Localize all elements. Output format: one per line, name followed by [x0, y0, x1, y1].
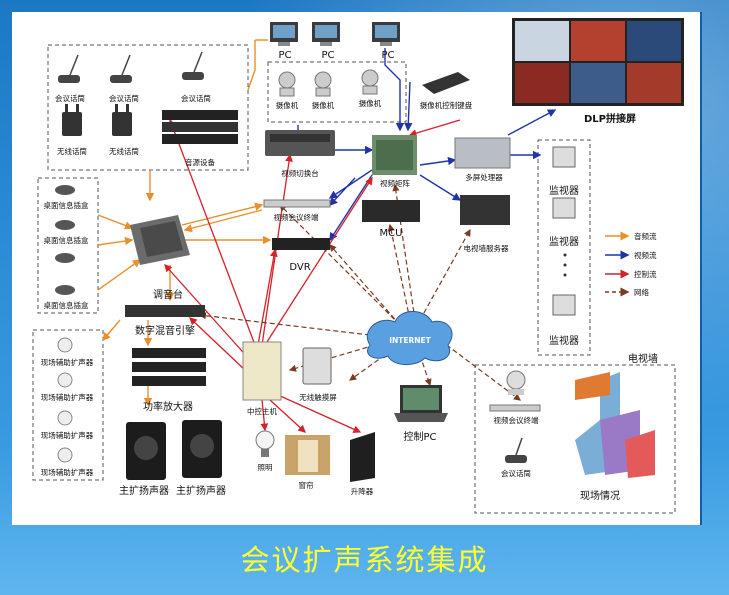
control-pc-device: [394, 385, 448, 422]
scene-label: 现场情况: [580, 491, 620, 502]
speaker-aux-group-box: [32, 329, 104, 481]
wireless-mic-label-2: 无线话筒: [109, 147, 139, 156]
dlp-wall-image: [512, 18, 684, 106]
desk-socket-group-box: [37, 177, 99, 314]
pc-label-3: PC: [381, 50, 395, 61]
tv-wall-mic-label: 会议话筒: [501, 469, 531, 478]
pc-group: [270, 22, 400, 46]
tv-wall-mic: [505, 437, 527, 463]
dlp-label: DLP拼接屏: [583, 114, 637, 125]
pc-2: [312, 22, 340, 46]
scene-buildings: [575, 372, 655, 478]
camera-keyboard-label: 摄像机控制键盘: [419, 101, 473, 110]
ctrl-pc-label: 控制PC: [403, 432, 437, 443]
vc-terminal-label: 视频会议终端: [273, 213, 319, 222]
pc-1: [270, 22, 298, 46]
page-title: 会议扩声系统集成: [240, 543, 489, 577]
mcu-device: [362, 200, 420, 222]
amp-label: 功率放大器: [143, 402, 193, 413]
legend: [605, 231, 630, 297]
network-flow-lines: [198, 183, 521, 401]
monitor-label-3: 监视器: [549, 336, 579, 347]
console-label: 调音台: [153, 290, 183, 301]
wall-server-label: 电视墙服务器: [463, 244, 509, 253]
light-device: [255, 430, 275, 457]
touch-screen-device: [302, 347, 332, 385]
wall-server-device: [460, 195, 510, 225]
amplifiers: [132, 348, 206, 386]
wireless-mic-label-1: 无线话筒: [57, 147, 87, 156]
desk-socket-label-3: 桌面信息插盒: [43, 301, 89, 310]
legend-video-label: 视频流: [634, 251, 657, 260]
touch-label: 无线触摸屏: [299, 393, 337, 402]
mic-group-box: [47, 44, 249, 171]
tv-wall-group-box: [474, 364, 676, 514]
dvr-device: [272, 238, 330, 250]
dvr-label: DVR: [289, 262, 311, 273]
speaker-aux-label-1: 现场辅助扩声器: [40, 358, 94, 367]
light-label: 照明: [257, 463, 273, 472]
video-switcher-device: [265, 130, 335, 156]
audio-source-devices: [162, 110, 238, 144]
camera-keyboard: [422, 72, 470, 94]
main-speaker-label-2: 主扩扬声器: [176, 486, 226, 497]
pc-3: [372, 22, 400, 46]
tv-wall-label: 电视墙: [628, 354, 658, 365]
speaker-aux-label-3: 现场辅助扩声器: [40, 431, 94, 440]
legend-network-label: 网络: [634, 288, 649, 297]
ctrl-host-label: 中控主机: [247, 407, 277, 416]
mcu-label: MCU: [379, 228, 403, 239]
conference-mics: [58, 51, 204, 83]
dsp-device: [125, 305, 205, 317]
video-switch-label: 视频切换台: [281, 169, 319, 178]
monitor-label-1: 监视器: [549, 186, 579, 197]
monitors: [552, 146, 576, 316]
legend-audio-label: 音频流: [634, 232, 657, 241]
matrix-label: 视频矩阵: [380, 179, 410, 188]
curtain-label: 窗帘: [298, 481, 314, 490]
desk-socket-label-2: 桌面信息插盒: [43, 236, 89, 245]
multi-processor-device: [454, 137, 511, 169]
pc-label-1: PC: [278, 50, 292, 61]
video-matrix-device: [372, 135, 417, 175]
curtain-device: [285, 435, 330, 475]
lift-label: 升降器: [350, 487, 374, 496]
tv-wall-vc-terminal: [489, 404, 541, 412]
cameras: [278, 69, 379, 97]
control-host-device: [242, 341, 282, 401]
tv-wall-camera: [506, 370, 526, 395]
lift-device: [350, 432, 375, 482]
multi-proc-label: 多屏处理器: [465, 173, 503, 182]
wireless-mics: [62, 104, 132, 136]
monitor-dots: [563, 253, 567, 277]
camera-group-box: [267, 61, 407, 123]
legend-control-label: 控制流: [634, 270, 657, 279]
conf-mic-label-2: 会议话筒: [109, 94, 139, 103]
tv-wall-vc-terminal-label: 视频会议终端: [493, 416, 539, 425]
vc-terminal-device: [263, 199, 331, 208]
desk-sockets: [55, 185, 75, 295]
aux-speakers: [57, 337, 73, 463]
pc-label-2: PC: [321, 50, 335, 61]
desk-socket-label-1: 桌面信息插盒: [43, 201, 89, 210]
video-flow-lines: [293, 48, 557, 242]
main-speakers: [126, 420, 222, 480]
speaker-aux-label-2: 现场辅助扩声器: [40, 393, 94, 402]
dsp-label: 数字混音引擎: [135, 326, 195, 337]
camera-label-3: 摄像机: [358, 99, 382, 108]
audio-device-label: 音源设备: [185, 158, 215, 167]
conf-mic-label-3: 会议话筒: [181, 94, 211, 103]
internet-label: INTERNET: [389, 336, 431, 345]
conf-mic-label-1: 会议话筒: [55, 94, 85, 103]
speaker-aux-label-4: 现场辅助扩声器: [40, 468, 94, 477]
camera-label-2: 摄像机: [311, 101, 335, 110]
monitor-label-2: 监视器: [549, 237, 579, 248]
camera-label-1: 摄像机: [275, 101, 299, 110]
main-speaker-label-1: 主扩扬声器: [119, 486, 169, 497]
internet-cloud: [367, 311, 453, 365]
mixing-console-device: [130, 215, 190, 265]
